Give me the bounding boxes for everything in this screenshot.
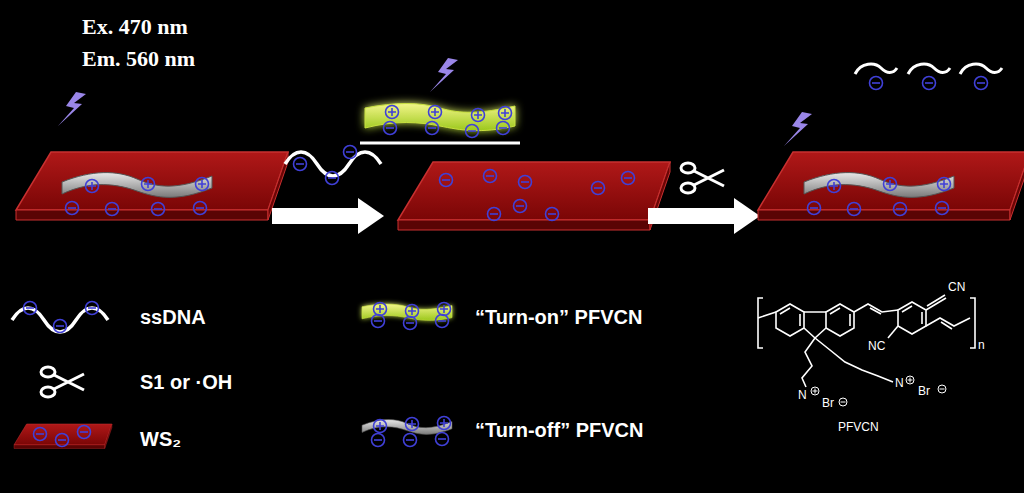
chemical-structure xyxy=(758,295,975,387)
legend-text: WS₂ xyxy=(140,428,181,451)
emission-label: Em. 560 nm xyxy=(82,46,195,72)
repeat-index: n xyxy=(978,338,985,352)
legend-text: “Turn-off” PFVCN xyxy=(475,419,644,442)
cyano-label: CN xyxy=(948,280,965,294)
bromide-label: Br xyxy=(918,384,930,398)
legend-text: “Turn-on” PFVCN xyxy=(475,306,642,329)
cyano-label: NC xyxy=(868,339,885,353)
nitrogen-label: N xyxy=(895,376,904,390)
compound-name: PFVCN xyxy=(838,420,879,434)
legend-text: S1 or ·OH xyxy=(140,371,232,394)
nitrogen-label: N xyxy=(798,388,807,402)
bromide-label: Br xyxy=(822,396,834,410)
excitation-label: Ex. 470 nm xyxy=(82,14,188,40)
legend-text: ssDNA xyxy=(140,306,206,329)
